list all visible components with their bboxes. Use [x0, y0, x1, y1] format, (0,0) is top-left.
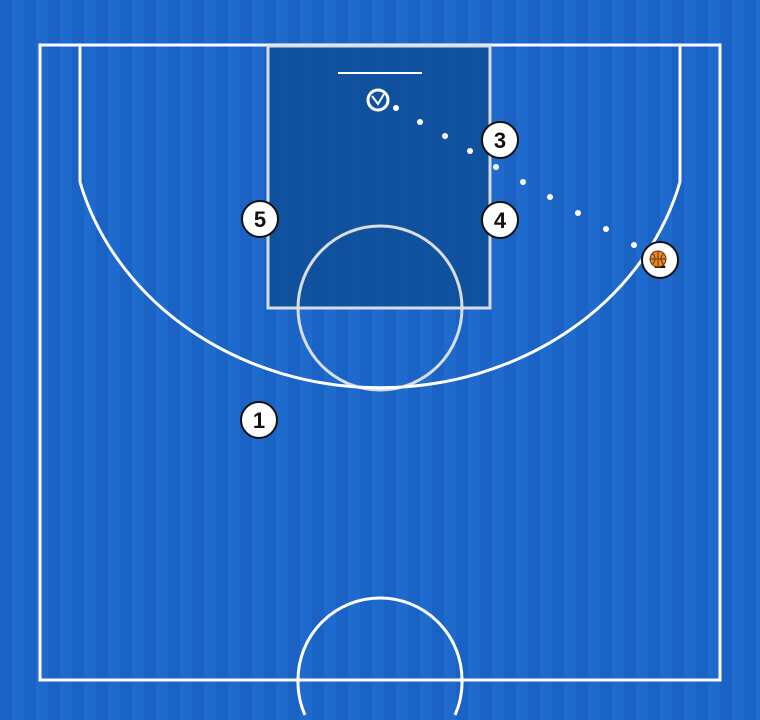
paint-area: [268, 46, 490, 308]
player-5-label: 5: [254, 207, 266, 232]
basket-icon: [366, 88, 390, 112]
player-1-label: 1: [253, 408, 265, 433]
center-circle-below: [296, 679, 307, 716]
pass-dotted-line: [393, 105, 637, 248]
player-3-label: 3: [494, 128, 506, 153]
player-2[interactable]: 2: [641, 241, 679, 279]
three-point-arc: [78, 181, 682, 390]
player-5[interactable]: 5: [241, 200, 279, 238]
player-4[interactable]: 4: [481, 201, 519, 239]
player-1[interactable]: 1: [240, 401, 278, 439]
center-circle: [296, 596, 464, 681]
key-outline: [266, 44, 492, 310]
basketball-icon: [649, 250, 667, 268]
player-3[interactable]: 3: [481, 121, 519, 159]
center-circle-below-right: [453, 679, 464, 716]
player-4-label: 4: [494, 208, 507, 233]
free-throw-circle: [296, 224, 464, 392]
